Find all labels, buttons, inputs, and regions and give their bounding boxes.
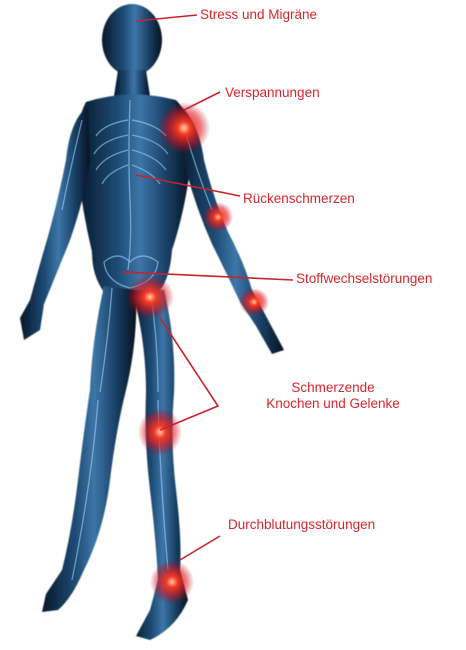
leader-verspannungen (184, 92, 220, 110)
left-leg (42, 286, 136, 612)
highlight-hip (126, 275, 174, 319)
neck (114, 70, 150, 96)
highlight-elbow (203, 202, 233, 232)
left-arm (20, 106, 90, 340)
head (102, 4, 162, 76)
label-durchblutungsstoerungen: Durchblutungsstörungen (228, 517, 375, 533)
label-schmerz-line1: Schmerzende (258, 380, 408, 396)
highlight-ankle (150, 560, 194, 604)
label-rueckenschmerzen: Rückenschmerzen (243, 191, 355, 207)
leader-durchblutung (180, 536, 220, 560)
label-stress-migraene: Stress und Migräne (200, 7, 317, 23)
highlight-knee (138, 408, 182, 456)
label-schmerz-line2: Knochen und Gelenke (258, 396, 408, 412)
label-stoffwechselstoerungen: Stoffwechselstörungen (296, 271, 432, 287)
highlight-wrist (239, 288, 269, 316)
label-schmerzende-knochen: Schmerzende Knochen und Gelenke (258, 380, 408, 412)
label-verspannungen: Verspannungen (225, 85, 320, 101)
